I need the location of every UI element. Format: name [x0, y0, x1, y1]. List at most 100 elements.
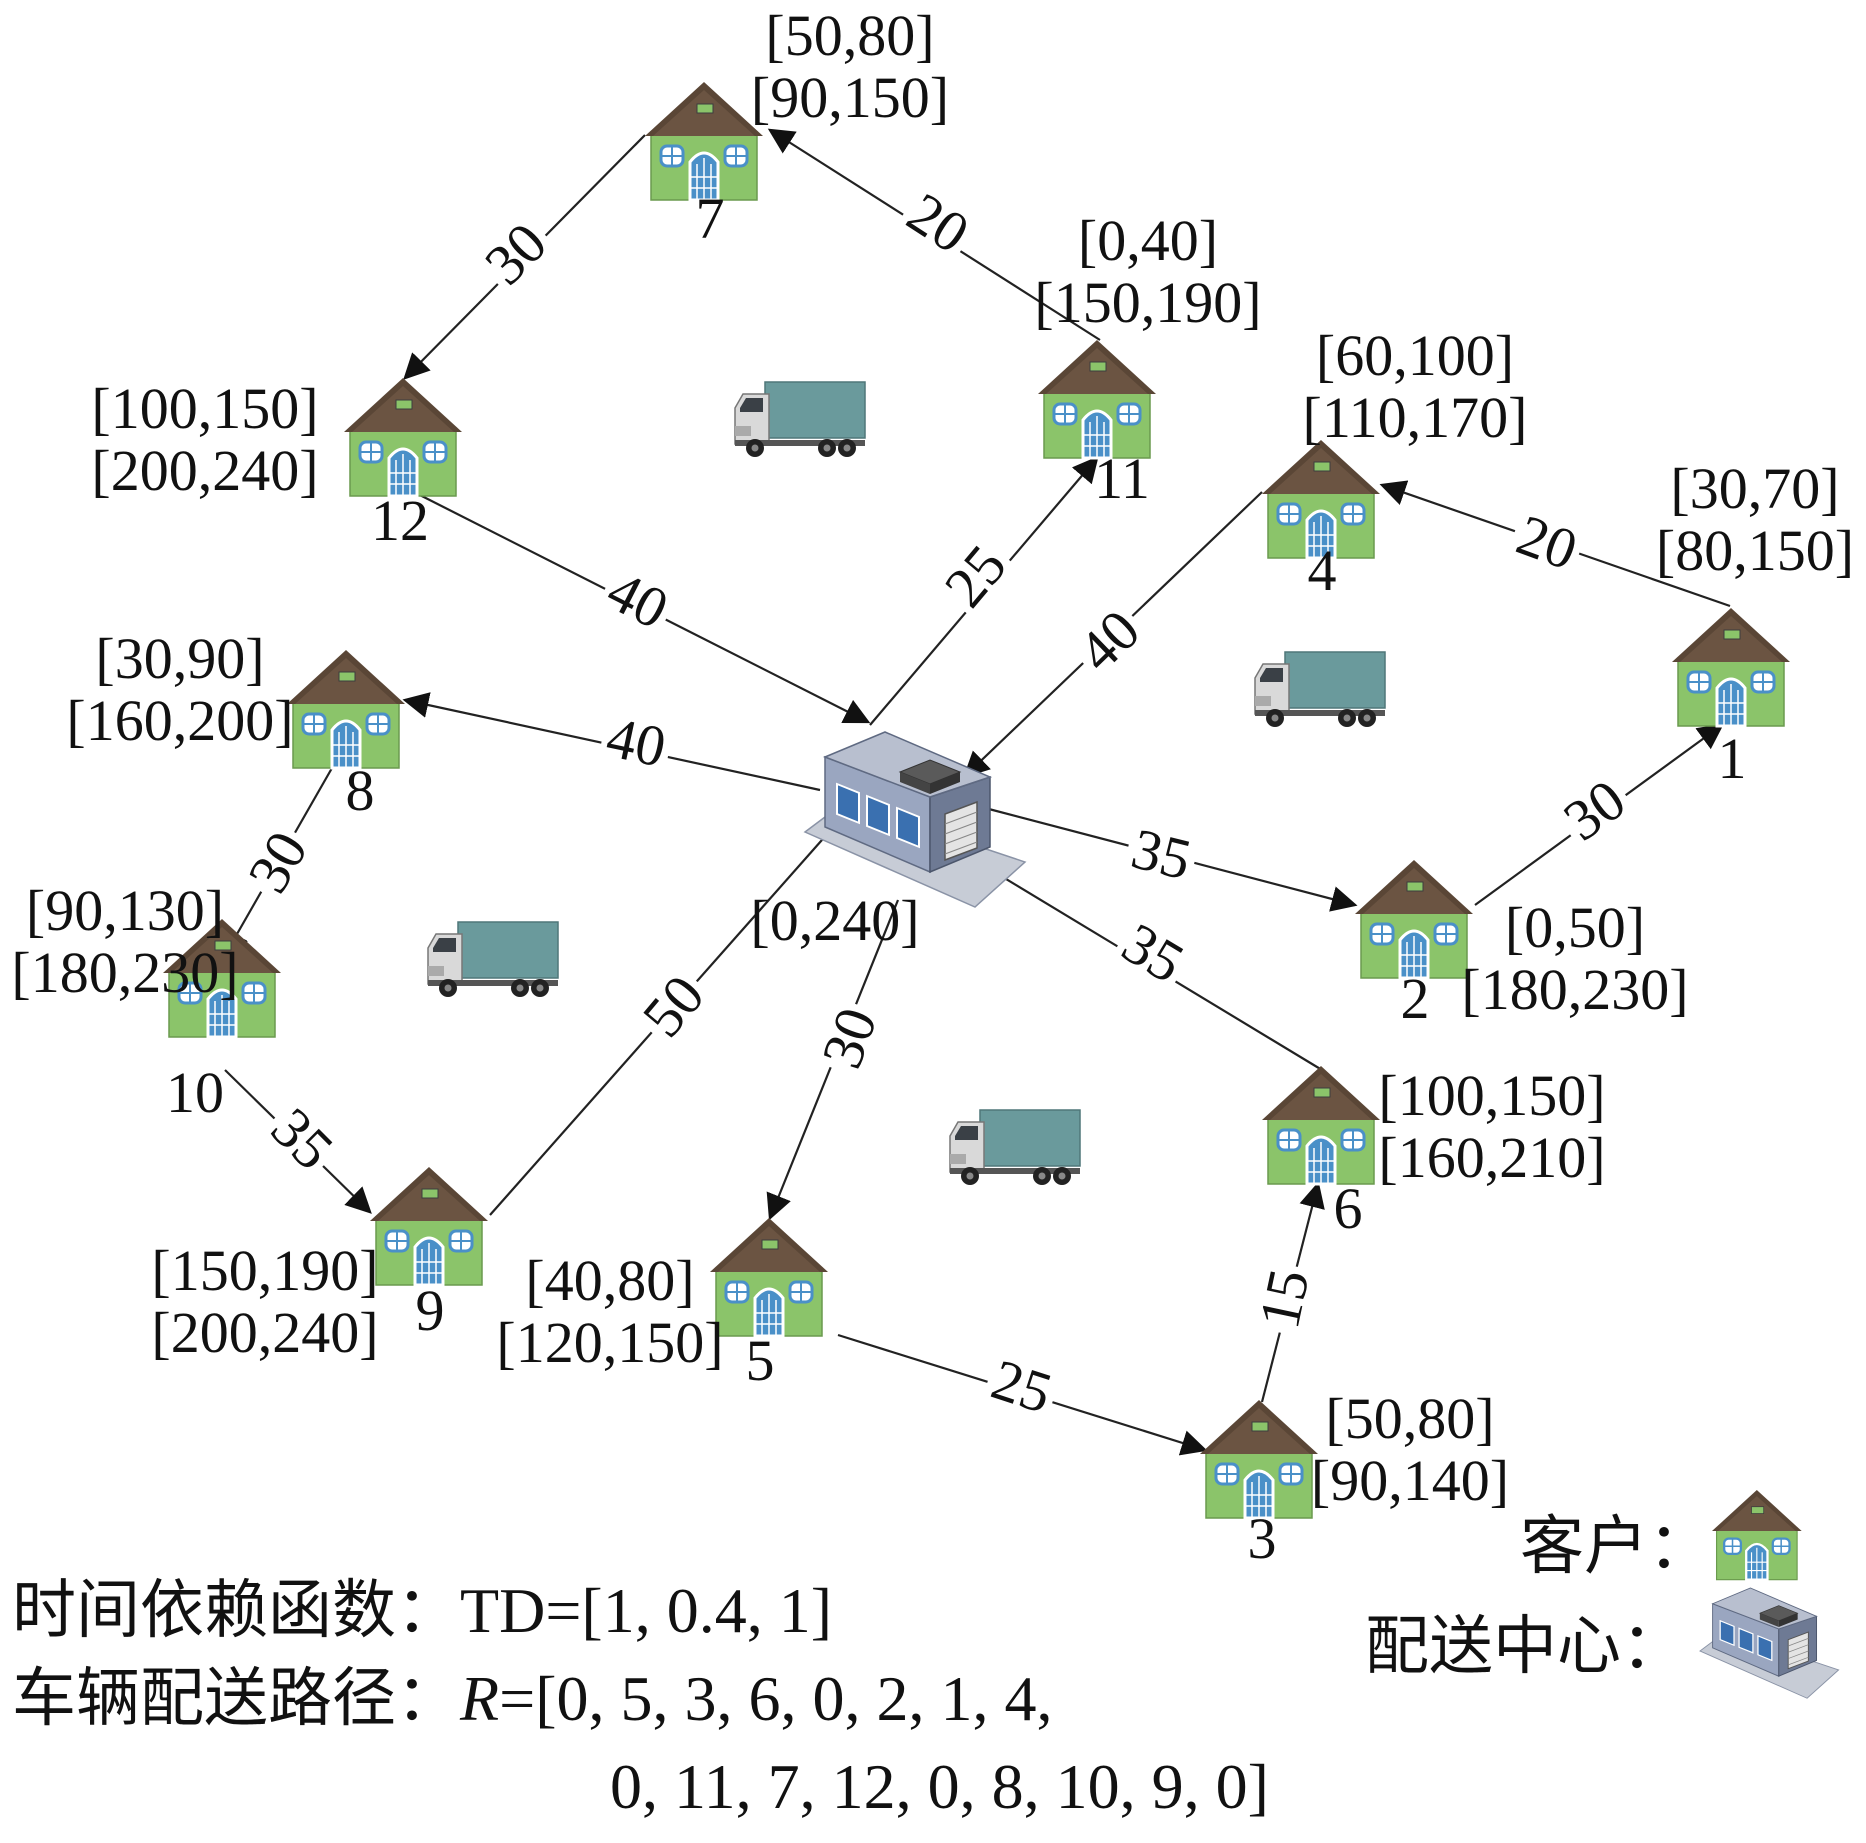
customer-node-9: 9[150,190][200,240]	[151, 1165, 490, 1365]
edge-weight-label: 30	[809, 1000, 890, 1077]
time-window-secondary: [90,150]	[751, 65, 949, 130]
edge-weight-background	[1070, 602, 1156, 688]
edge-weight-background	[1107, 918, 1193, 998]
route-edge: 30	[1474, 723, 1725, 906]
house-icon	[1710, 1488, 1803, 1581]
route-edge: 25	[869, 456, 1099, 726]
time-window-secondary: [160,200]	[66, 688, 293, 753]
time-window-primary: [60,100]	[1316, 323, 1514, 388]
route-edge: 35	[224, 1069, 372, 1214]
edge-weight-label: 25	[932, 533, 1019, 619]
footer-formulas: 时间依赖函数：TD=[1, 0.4, 1] 车辆配送路径：R=[0, 5, 3,…	[12, 1575, 1269, 1822]
time-window-secondary: [200,240]	[91, 438, 318, 503]
time-window-primary: [0,40]	[1078, 208, 1218, 273]
edge-weight-background	[592, 566, 678, 644]
house-icon	[1198, 1398, 1320, 1520]
route-values-1: =[0, 5, 3, 6, 0, 2, 1, 4,	[499, 1663, 1052, 1734]
time-window-primary: [150,190]	[151, 1238, 378, 1303]
edge-weight-label: 30	[235, 821, 320, 904]
house-icon	[1670, 606, 1792, 728]
edge-weight-label: 50	[630, 963, 717, 1049]
house-icon	[1036, 338, 1158, 460]
customer-node-6: 6[100,150][160,210]	[1260, 1063, 1606, 1241]
customer-id-label: 9	[416, 1278, 445, 1343]
legend-customer-label: 客户：	[1520, 1511, 1712, 1582]
time-window-primary: [100,150]	[1378, 1063, 1605, 1128]
edge-weight-background	[1555, 773, 1641, 857]
customer-node-4: 4 [60,100][110,170]	[1260, 323, 1528, 603]
customer-node-1: 1[30,70][80,150]	[1656, 456, 1854, 791]
customer-id-label: 12	[371, 488, 429, 553]
edge-weight-label: 35	[259, 1095, 346, 1182]
td-label: 时间依赖函数：	[12, 1575, 460, 1646]
house-icon	[1260, 1064, 1382, 1186]
route-edge: 35	[965, 854, 1323, 1071]
customer-node-8: 8[30,90][160,200]	[66, 626, 407, 823]
house-icon	[708, 1216, 830, 1338]
time-window-secondary: [180,230]	[11, 940, 238, 1005]
truck-icon	[949, 1109, 1081, 1186]
td-line: 时间依赖函数：TD=[1, 0.4, 1]	[12, 1575, 832, 1646]
edge-weight-background	[477, 215, 563, 301]
time-window-primary: [0,50]	[1505, 895, 1645, 960]
customer-id-label: 8	[346, 758, 375, 823]
edge-weight-background	[892, 187, 978, 269]
customer-id-label: 4	[1308, 538, 1337, 603]
customer-id-label: 11	[1094, 446, 1150, 511]
edge-weight-label: 40	[601, 704, 671, 780]
edge-weight-label: 40	[597, 557, 678, 641]
route-label: 车辆配送路径：	[12, 1663, 460, 1734]
edge-weight-label: 15	[1246, 1264, 1322, 1334]
house-icon	[285, 648, 407, 770]
edge-weight-background	[938, 537, 1022, 623]
td-value: TD=[1, 0.4, 1]	[460, 1575, 832, 1646]
route-edge: 40	[403, 486, 871, 724]
house-icon	[368, 1165, 490, 1287]
customer-node-3: 3[50,80][90,140]	[1198, 1386, 1509, 1571]
time-window-secondary: [160,210]	[1378, 1125, 1605, 1190]
truck-icon	[734, 381, 866, 458]
edge-weight-label: 20	[896, 180, 980, 266]
edge-weight-label: 30	[472, 210, 559, 297]
edge-weight-background	[1120, 826, 1200, 894]
legend: 客户： 配送中心：	[1365, 1488, 1840, 1699]
route-edge: 30	[223, 767, 333, 958]
customer-node-5: 5[40,80][120,150]	[496, 1216, 830, 1393]
edge-weight-background	[636, 967, 720, 1053]
time-window-secondary: [180,230]	[1461, 957, 1688, 1022]
customer-id-label: 3	[1248, 1506, 1277, 1571]
truck-icon	[1254, 651, 1386, 728]
customer-node-11: 11 [0,40][150,190]	[1034, 208, 1261, 511]
customer-id-label: 10	[166, 1060, 224, 1125]
customer-id-label: 1	[1718, 726, 1747, 791]
time-window-secondary: [90,140]	[1311, 1448, 1509, 1513]
route-edge: 50	[489, 795, 862, 1216]
legend-depot-label: 配送中心：	[1365, 1611, 1685, 1682]
route-edge: 25	[837, 1333, 1208, 1456]
edge-weight-background	[1504, 511, 1586, 585]
truck-icon	[427, 921, 559, 998]
customer-id-label: 2	[1401, 966, 1430, 1031]
route-values-2: 0, 11, 7, 12, 0, 8, 10, 9, 0]	[610, 1751, 1269, 1822]
customer-node-7: 7[50,80][90,150]	[643, 3, 949, 251]
route-edge: 15	[1246, 1181, 1325, 1403]
customer-node-12: 12[100,150][200,240]	[91, 376, 464, 553]
edge-weight-label: 35	[1112, 910, 1195, 996]
edge-weight-background	[818, 999, 892, 1081]
customer-node-2: 2 [0,50][180,230]	[1353, 858, 1689, 1031]
customer-id-label: 7	[696, 186, 725, 251]
time-window-primary: [40,80]	[525, 1248, 694, 1313]
time-window-primary: [90,130]	[26, 878, 224, 943]
customer-node-10: 10 [90,130][180,230]	[11, 878, 283, 1125]
route-edge: 35	[984, 806, 1358, 912]
customer-id-label: 5	[746, 1328, 775, 1393]
customer-id-label: 6	[1334, 1176, 1363, 1241]
time-window-secondary: [150,190]	[1034, 270, 1261, 335]
time-window-primary: [30,70]	[1670, 456, 1839, 521]
edge-weight-background	[255, 1100, 341, 1186]
route-variable: R	[459, 1663, 499, 1734]
time-window-secondary: [110,170]	[1303, 385, 1528, 450]
edge-weight-background	[1257, 1261, 1323, 1339]
